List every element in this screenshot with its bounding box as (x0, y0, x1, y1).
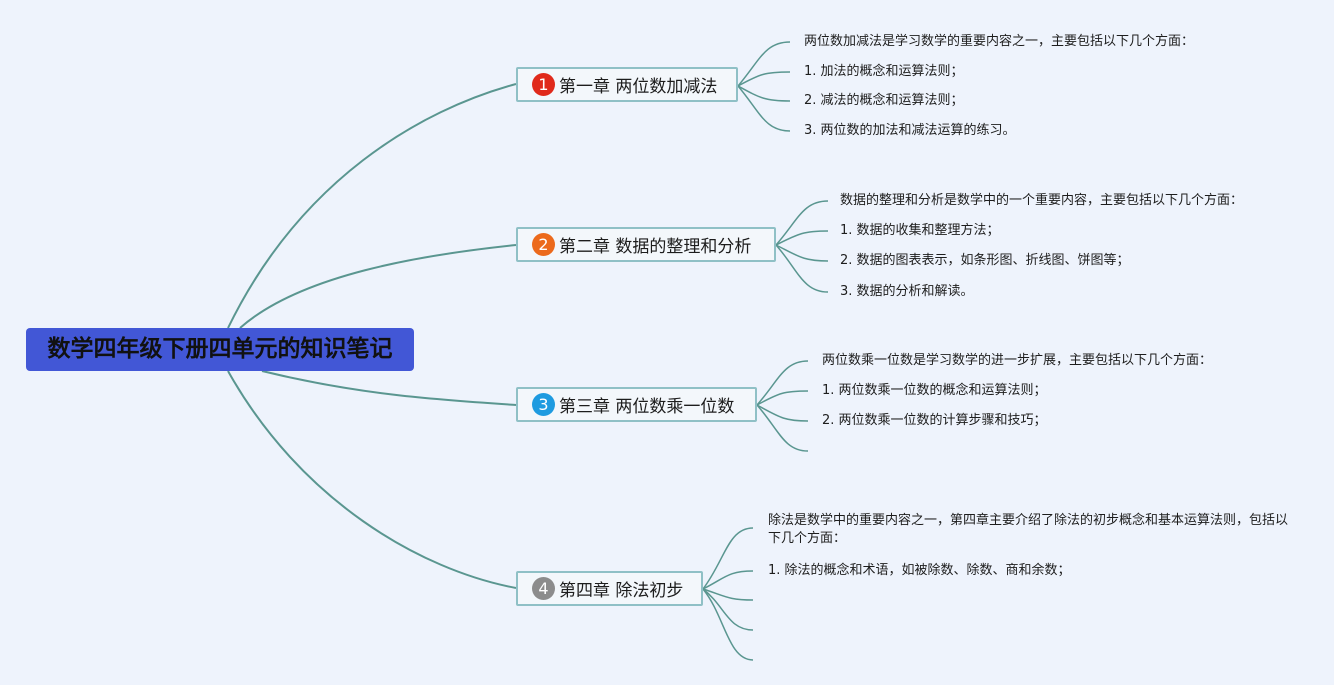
connector-ch3-leaf2 (756, 390, 809, 406)
chapter-1-node[interactable]: 1 第一章 两位数加减法 (516, 67, 738, 102)
chapter-2-item-3[interactable]: 2. 数据的图表表示，如条形图、折线图、饼图等； (840, 253, 1130, 268)
connector-ch2-leaf2 (775, 230, 829, 246)
chapter-2-item-4[interactable]: 3. 数据的分析和解读。 (840, 284, 974, 299)
chapter-1-number-badge: 1 (532, 73, 555, 96)
connector-ch2-leaf4 (775, 244, 829, 293)
connector-ch1-leaf3 (737, 85, 791, 102)
chapter-1-item-1[interactable]: 两位数加减法是学习数学的重要内容之一，主要包括以下几个方面： (804, 34, 1195, 49)
chapter-2-title: 第二章 数据的整理和分析 (559, 237, 752, 257)
connector-ch1-leaf1 (737, 41, 791, 87)
connector-ch4-leaf1 (702, 527, 754, 590)
connector-ch3-leaf1 (756, 360, 809, 406)
connector-ch3-leaf3 (756, 404, 809, 422)
connector-ch3-leaf4 (756, 404, 809, 452)
chapter-3-item-3[interactable]: 2. 两位数乘一位数的计算步骤和技巧； (822, 413, 1047, 428)
chapter-2-item-1[interactable]: 数据的整理和分析是数学中的一个重要内容，主要包括以下几个方面： (840, 193, 1244, 208)
connector-root-ch3 (261, 370, 517, 406)
chapter-4-title: 第四章 除法初步 (559, 581, 684, 601)
connector-ch2-leaf3 (775, 244, 829, 262)
chapter-3-title: 第三章 两位数乘一位数 (559, 397, 735, 417)
chapter-2-node[interactable]: 2 第二章 数据的整理和分析 (516, 227, 776, 262)
chapter-2-number-badge: 2 (532, 233, 555, 256)
chapter-4-node[interactable]: 4 第四章 除法初步 (516, 571, 703, 606)
connector-root-ch4 (227, 370, 517, 589)
chapter-1-item-3[interactable]: 2. 减法的概念和运算法则； (804, 93, 964, 108)
connector-root-ch2 (239, 244, 517, 329)
connector-ch4-leaf2 (702, 570, 754, 590)
chapter-1-item-2[interactable]: 1. 加法的概念和运算法则； (804, 64, 964, 79)
chapter-4-item-1[interactable]: 除法是数学中的重要内容之一，第四章主要介绍了除法的初步概念和基本运算法则，包括以… (768, 513, 1289, 546)
connector-ch4-leaf3 (702, 588, 754, 601)
chapter-4-number-badge: 4 (532, 577, 555, 600)
connector-ch1-leaf2 (737, 71, 791, 87)
connector-ch4-leaf4 (702, 588, 754, 631)
chapter-1-item-4[interactable]: 3. 两位数的加法和减法运算的练习。 (804, 123, 1016, 138)
chapter-3-item-1[interactable]: 两位数乘一位数是学习数学的进一步扩展，主要包括以下几个方面： (822, 353, 1213, 368)
connector-ch4-leaf5 (702, 588, 754, 661)
connector-root-ch1 (227, 83, 517, 329)
chapter-3-node[interactable]: 3 第三章 两位数乘一位数 (516, 387, 757, 422)
chapter-2-item-2[interactable]: 1. 数据的收集和整理方法； (840, 223, 1000, 238)
chapter-3-number-badge: 3 (532, 393, 555, 416)
chapter-3-item-2[interactable]: 1. 两位数乘一位数的概念和运算法则； (822, 383, 1047, 398)
connector-ch2-leaf1 (775, 200, 829, 246)
chapter-1-title: 第一章 两位数加减法 (559, 77, 718, 97)
chapter-4-item-2[interactable]: 1. 除法的概念和术语，如被除数、除数、商和余数； (768, 563, 1071, 578)
root-topic[interactable]: 数学四年级下册四单元的知识笔记 (26, 328, 414, 371)
connector-ch1-leaf4 (737, 85, 791, 132)
